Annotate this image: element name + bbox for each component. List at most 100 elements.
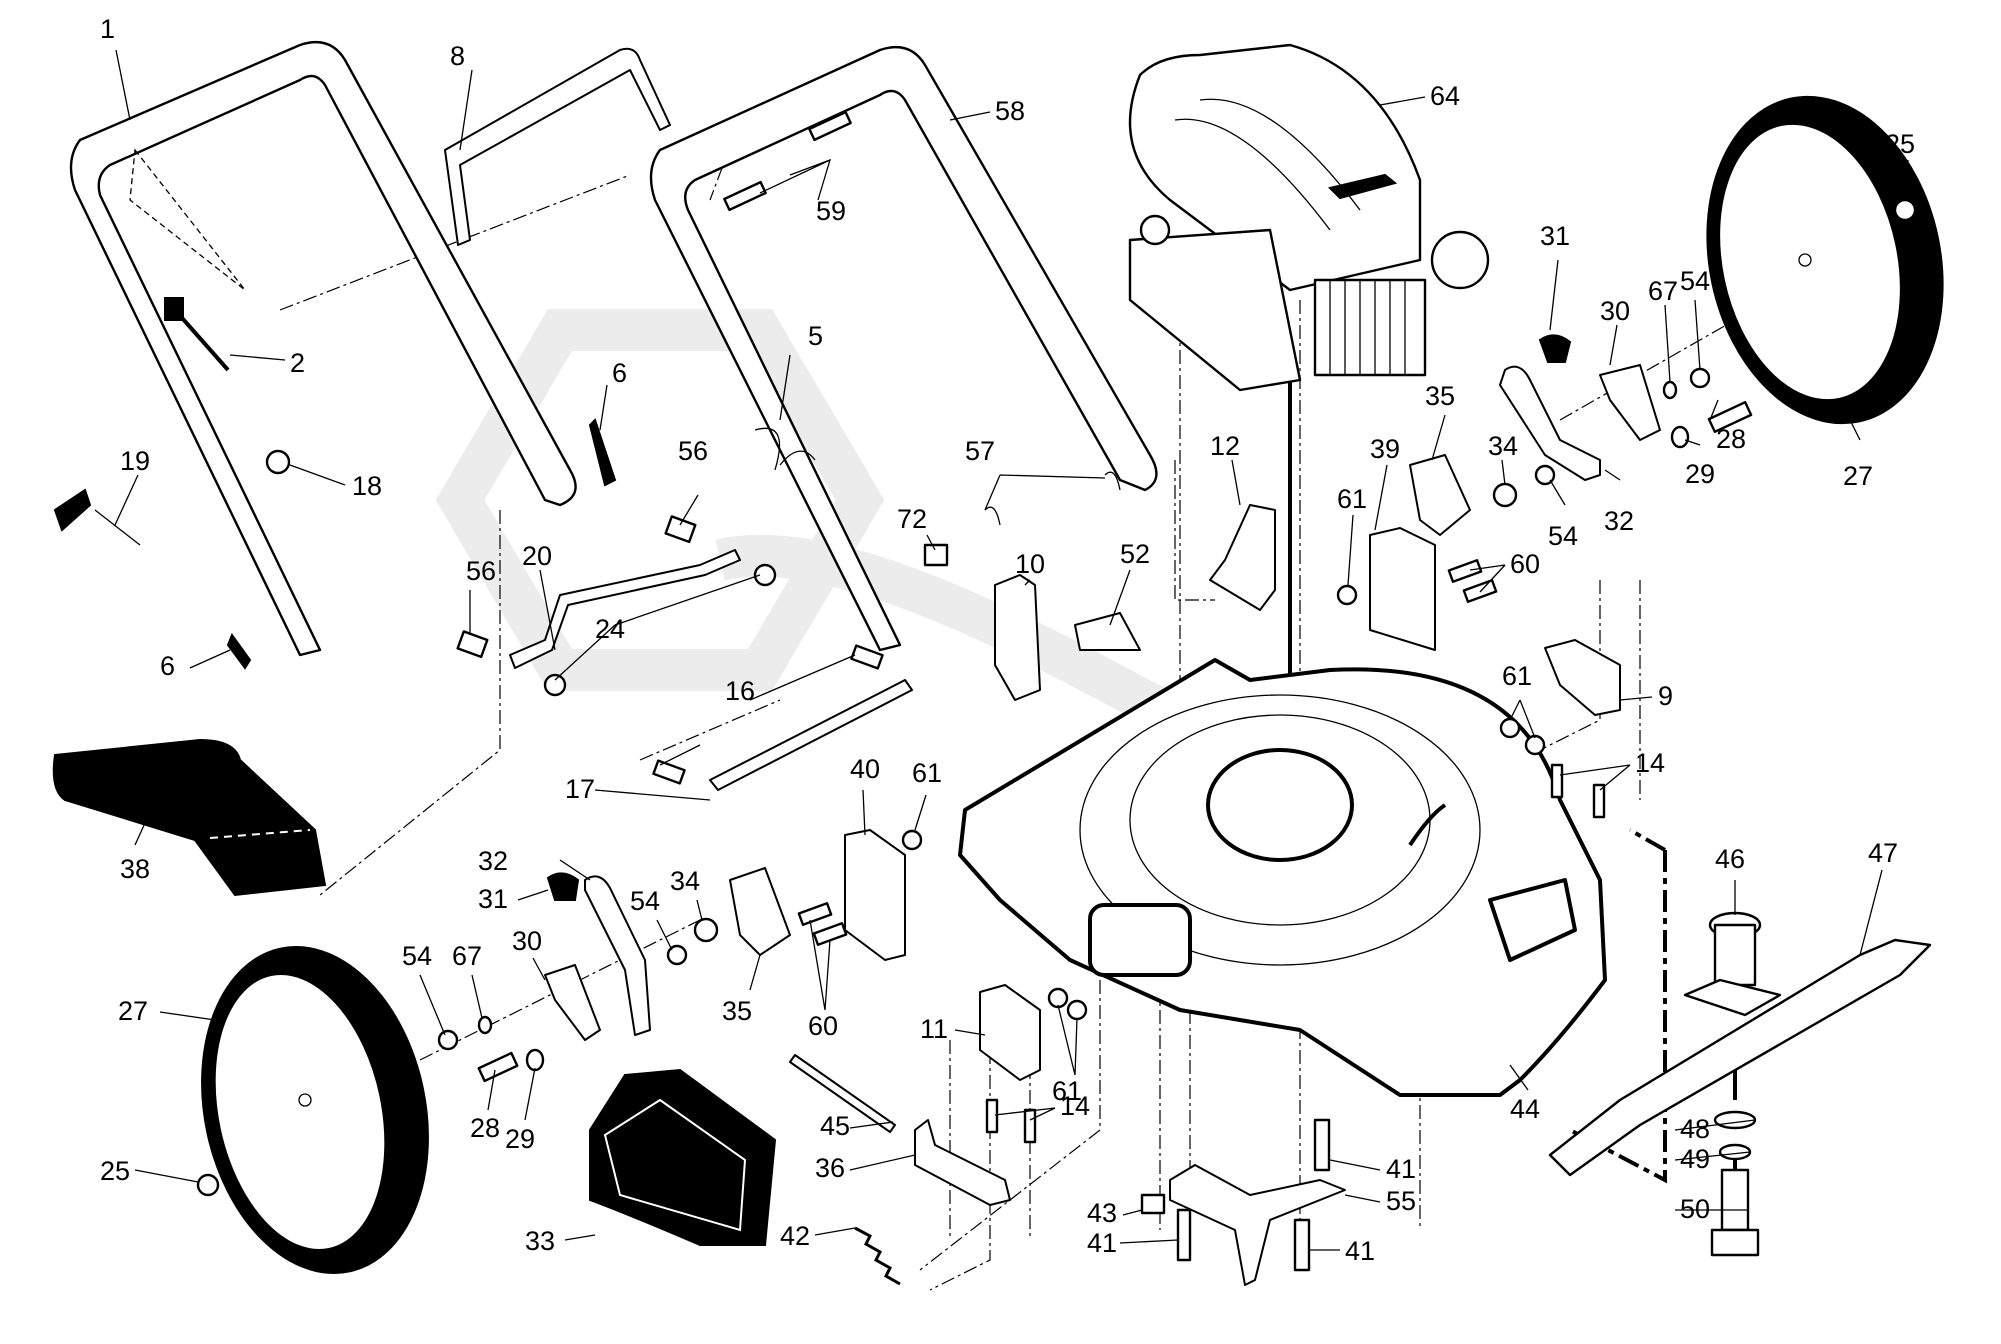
- control-bail[interactable]: [444, 47, 671, 246]
- callout-14-left[interactable]: 14: [1060, 1091, 1090, 1121]
- height-lever-right[interactable]: [1499, 365, 1601, 481]
- callout-33[interactable]: 33: [525, 1226, 555, 1256]
- callout-38[interactable]: 38: [120, 854, 150, 884]
- callout-16[interactable]: 16: [725, 676, 755, 706]
- callout-54-left-2[interactable]: 54: [402, 941, 432, 971]
- callout-32-left[interactable]: 32: [478, 846, 508, 876]
- callout-30-right[interactable]: 30: [1600, 296, 1630, 326]
- callout-72[interactable]: 72: [897, 504, 927, 534]
- callout-54-right-2[interactable]: 54: [1548, 521, 1578, 551]
- callout-2[interactable]: 2: [290, 348, 305, 378]
- callout-50[interactable]: 50: [1680, 1194, 1710, 1224]
- callout-20[interactable]: 20: [522, 541, 552, 571]
- callout-28-left[interactable]: 28: [470, 1113, 500, 1143]
- lower-handle[interactable]: [649, 45, 1158, 652]
- callout-31-right[interactable]: 31: [1540, 221, 1570, 251]
- bolts-60-left: [797, 902, 848, 946]
- callout-18[interactable]: 18: [352, 471, 382, 501]
- height-lever-left[interactable]: [584, 875, 651, 1036]
- cable: [164, 297, 230, 372]
- callout-27-right[interactable]: 27: [1843, 461, 1873, 491]
- callout-46[interactable]: 46: [1715, 844, 1745, 874]
- callout-67-left[interactable]: 67: [452, 941, 482, 971]
- handle-knob-upper[interactable]: [588, 418, 617, 487]
- cable-clip: [923, 543, 949, 567]
- callout-34-right[interactable]: 34: [1488, 431, 1518, 461]
- callout-29-left[interactable]: 29: [505, 1124, 535, 1154]
- callout-35-left[interactable]: 35: [722, 996, 752, 1026]
- callout-56-upper[interactable]: 56: [678, 436, 708, 466]
- callout-43[interactable]: 43: [1087, 1198, 1117, 1228]
- callout-10[interactable]: 10: [1015, 549, 1045, 579]
- callout-49[interactable]: 49: [1680, 1144, 1710, 1174]
- axle-bracket-right: [1599, 364, 1661, 441]
- wheel-left[interactable]: [173, 926, 457, 1295]
- axle-17[interactable]: [709, 679, 913, 791]
- washer-right: [1689, 367, 1711, 389]
- callout-32-right[interactable]: 32: [1604, 506, 1634, 536]
- callout-64[interactable]: 64: [1430, 81, 1460, 111]
- callout-54-right[interactable]: 54: [1680, 266, 1710, 296]
- height-knob-left[interactable]: [546, 872, 580, 901]
- callout-17[interactable]: 17: [565, 774, 595, 804]
- callout-59[interactable]: 59: [816, 196, 846, 226]
- wheel-right[interactable]: [1678, 75, 1972, 446]
- callout-29-right[interactable]: 29: [1685, 459, 1715, 489]
- callout-54-left[interactable]: 54: [630, 886, 660, 916]
- callout-57[interactable]: 57: [965, 436, 995, 466]
- callout-30-left[interactable]: 30: [512, 926, 542, 956]
- callout-36[interactable]: 36: [815, 1153, 845, 1183]
- callout-34-left[interactable]: 34: [670, 866, 700, 896]
- bolt-56-lower: [456, 630, 489, 659]
- pin-45: [789, 1054, 896, 1133]
- callout-41-middle[interactable]: 41: [1345, 1236, 1375, 1266]
- callout-9[interactable]: 9: [1658, 681, 1673, 711]
- callout-45[interactable]: 45: [820, 1111, 850, 1141]
- callout-31-left[interactable]: 31: [478, 884, 508, 914]
- washer-29-right: [1670, 425, 1690, 449]
- rear-axle-rod[interactable]: [509, 549, 741, 669]
- upper-handle[interactable]: [69, 40, 577, 657]
- callout-6-upper[interactable]: 6: [612, 358, 627, 388]
- callout-58[interactable]: 58: [995, 96, 1025, 126]
- callout-35-right[interactable]: 35: [1425, 381, 1455, 411]
- callout-41-left[interactable]: 41: [1087, 1228, 1117, 1258]
- callout-28-right[interactable]: 28: [1716, 424, 1746, 454]
- shoulder-bolt-left: [477, 1051, 519, 1083]
- callout-1[interactable]: 1: [100, 14, 115, 44]
- callout-41-right[interactable]: 41: [1386, 1154, 1416, 1184]
- callout-24[interactable]: 24: [595, 614, 625, 644]
- callout-11[interactable]: 11: [920, 1014, 948, 1044]
- handle-knob-lower[interactable]: [226, 632, 252, 670]
- callout-40[interactable]: 40: [850, 754, 880, 784]
- callout-25-right[interactable]: 25: [1885, 129, 1915, 159]
- callout-48[interactable]: 48: [1680, 1114, 1710, 1144]
- callout-61-bracket11[interactable]: 61: [1052, 1076, 1082, 1106]
- callout-61-right[interactable]: 61: [1337, 484, 1367, 514]
- callout-67-right[interactable]: 67: [1648, 276, 1678, 306]
- rope-guide-knob[interactable]: [53, 488, 141, 546]
- grass-chute-door: [589, 1068, 777, 1246]
- height-knob-right[interactable]: [1538, 334, 1572, 363]
- bracket-10: [994, 574, 1041, 701]
- callout-61-left[interactable]: 61: [912, 758, 942, 788]
- callout-6-lower[interactable]: 6: [160, 651, 175, 681]
- callout-61-bracket9[interactable]: 61: [1502, 661, 1532, 691]
- callout-8[interactable]: 8: [450, 41, 465, 71]
- callout-19[interactable]: 19: [120, 446, 150, 476]
- callout-60-left[interactable]: 60: [808, 1011, 838, 1041]
- callout-12[interactable]: 12: [1210, 431, 1240, 461]
- callout-25-left[interactable]: 25: [100, 1156, 130, 1186]
- callout-44[interactable]: 44: [1510, 1094, 1540, 1124]
- callout-27-left[interactable]: 27: [118, 996, 148, 1026]
- callout-55[interactable]: 55: [1386, 1186, 1416, 1216]
- callout-5[interactable]: 5: [808, 321, 823, 351]
- callout-52[interactable]: 52: [1120, 539, 1150, 569]
- callout-42[interactable]: 42: [780, 1221, 810, 1251]
- callout-47[interactable]: 47: [1868, 838, 1898, 868]
- callout-56-lower[interactable]: 56: [466, 556, 496, 586]
- callout-14-right[interactable]: 14: [1635, 748, 1665, 778]
- callout-39[interactable]: 39: [1370, 434, 1400, 464]
- blade[interactable]: [1548, 938, 1932, 1177]
- callout-60-right[interactable]: 60: [1510, 549, 1540, 579]
